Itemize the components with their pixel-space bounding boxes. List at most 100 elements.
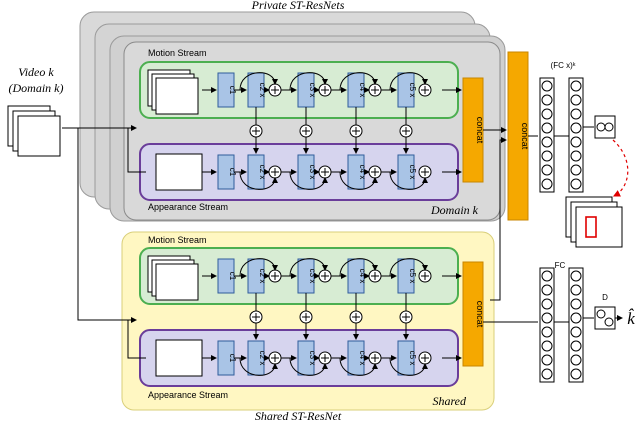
shared-appearance-skip-connection: [289, 357, 328, 376]
private-appearance-block-label: c2 x: [258, 165, 267, 180]
input-to-shared-appearance: [127, 320, 146, 359]
private-fc-neuron: [570, 108, 582, 120]
private-fc-neuron: [570, 150, 582, 162]
shared-motion-stream-label: Motion Stream: [148, 235, 207, 245]
shared-cross-stream-adds: [249, 293, 413, 340]
shared-motion-block-label: c5 x: [408, 269, 417, 284]
private-cross-stream-adds: [249, 107, 413, 154]
private-title: Private ST-ResNets: [251, 0, 345, 12]
private-fc-neuron: [541, 178, 553, 190]
input-label-line2: (Domain k): [9, 81, 64, 95]
shared-d-box: [594, 306, 616, 330]
shared-fc-neuron: [570, 340, 582, 352]
shared-appearance-skip-connection: [389, 357, 428, 376]
private-fc-neuron: [541, 122, 553, 134]
shared-domain-tag: Shared: [432, 394, 467, 408]
shared-motion-block-label: c2 x: [258, 269, 267, 284]
private-fc-label: (FC x)ᵏ: [551, 61, 576, 70]
private-domain-tag: Domain k: [430, 203, 479, 217]
shared-d-node-1: [596, 309, 606, 319]
shared-appearance-block-label: c3 x: [308, 351, 317, 366]
private-fc-neuron: [541, 164, 553, 176]
input-label-line1: Video k: [18, 65, 54, 79]
private-motion-block-label: c1: [228, 86, 237, 95]
red-detection-box: [585, 216, 597, 238]
private-fc-neuron: [541, 136, 553, 148]
shared-motion-block-label: c1: [228, 272, 237, 281]
private-output-node-2: [604, 122, 614, 132]
shared-fc-neuron: [541, 270, 553, 282]
shared-fc-neuron: [541, 340, 553, 352]
shared-motion-skip-connection: [389, 258, 428, 277]
shared-output-k: k̂: [627, 309, 635, 328]
private-fc-neuron: [570, 122, 582, 134]
private-motion-block-label: c2 x: [258, 83, 267, 98]
private-appearance-block-label: c3 x: [308, 165, 317, 180]
private-fc-neuron: [570, 164, 582, 176]
shared-motion-skip-connection: [339, 258, 378, 277]
shared-fc-neuron: [541, 326, 553, 338]
private-appearance-block-label: c5 x: [408, 165, 417, 180]
shared-motion-skip-connection: [239, 258, 278, 277]
shared-motion-frame: [155, 263, 199, 301]
private-motion-skip-connection: [339, 72, 378, 91]
input-video-stack: [7, 105, 61, 157]
private-fc-neuron: [541, 150, 553, 162]
private-motion-skip-connection: [289, 72, 328, 91]
private-motion-block-label: c4 x: [358, 83, 367, 98]
private-motion-stream-label: Motion Stream: [148, 48, 207, 58]
private-appearance-block-label: c1: [228, 168, 237, 177]
private-fc-neuron: [541, 108, 553, 120]
shared-fc-neuron: [541, 312, 553, 324]
shared-to-big-arrow: [490, 137, 507, 301]
shared-fc-neuron: [541, 284, 553, 296]
shared-fc-neuron: [570, 354, 582, 366]
shared-d-node-2: [604, 317, 614, 327]
shared-fc-neuron: [570, 298, 582, 310]
private-motion-skip-connection: [239, 72, 278, 91]
private-appearance-stream-label: Appearance Stream: [148, 202, 228, 212]
private-appearance-skip-connection: [339, 171, 378, 190]
shared-fc-neuron: [541, 368, 553, 380]
shared-appearance-frame: [155, 339, 203, 377]
shared-d-label: D: [602, 293, 608, 302]
big-concat-label: concat: [520, 123, 530, 150]
private-motion-frame: [155, 77, 199, 115]
shared-motion-skip-connection: [289, 258, 328, 277]
output-frames: [565, 196, 623, 248]
private-concat-label: concat: [475, 117, 485, 144]
shared-concat-block: [462, 261, 484, 367]
shared-fc-neuron: [570, 312, 582, 324]
shared-fc-neuron: [570, 284, 582, 296]
shared-fc-column-2: [568, 267, 584, 383]
private-motion-skip-connection: [389, 72, 428, 91]
shared-appearance-stream-label: Appearance Stream: [148, 390, 228, 400]
shared-fc-neuron: [541, 298, 553, 310]
private-appearance-frame: [155, 153, 203, 191]
shared-appearance-skip-connection: [339, 357, 378, 376]
private-appearance-skip-connection: [289, 171, 328, 190]
shared-appearance-block-label: c2 x: [258, 351, 267, 366]
private-appearance-skip-connection: [389, 171, 428, 190]
shared-title: Shared ST-ResNet: [255, 409, 342, 423]
shared-fc-neuron: [541, 354, 553, 366]
input-arrow-shared: [77, 128, 137, 323]
shared-fc-column-1: [539, 267, 555, 383]
private-fc-neuron: [541, 94, 553, 106]
private-fc-neuron: [541, 80, 553, 92]
shared-appearance-skip-connection: [239, 357, 278, 376]
private-fc-neuron: [570, 80, 582, 92]
private-fc-column-2: [568, 77, 584, 193]
input-to-private-appearance: [127, 128, 146, 173]
shared-concat-label: concat: [475, 301, 485, 328]
private-fc-neuron: [570, 94, 582, 106]
shared-fc-label: FC: [555, 261, 566, 270]
private-output-node-1: [596, 122, 606, 132]
shared-appearance-block-label: c5 x: [408, 351, 417, 366]
private-motion-block-label: c3 x: [308, 83, 317, 98]
shared-motion-block-label: c4 x: [358, 269, 367, 284]
